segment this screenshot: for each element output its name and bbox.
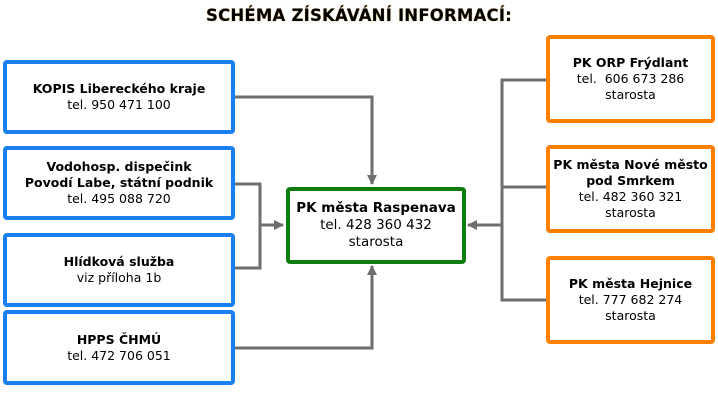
source-name: KOPIS Libereckého kraje (32, 81, 206, 96)
center-name: PK města Raspenava (296, 200, 456, 216)
source-box-hlidkova-sluzba: Hlídková služba viz příloha 1b (3, 233, 235, 307)
source-phone: tel. 495 088 720 (67, 191, 171, 206)
source-box-hpps-chmu: HPPS ČHMÚ tel. 472 706 051 (3, 310, 235, 385)
source-name: Hlídková služba (63, 254, 175, 269)
center-role: starosta (348, 234, 404, 250)
partner-name: PK města Hejnice (568, 276, 693, 291)
diagram-title: SCHÉMA ZÍSKÁVÁNÍ INFORMACÍ: (206, 6, 512, 25)
connector-vodohosp (234, 182, 262, 270)
center-phone: tel. 428 360 432 (320, 217, 432, 233)
partner-role: starosta (605, 308, 656, 323)
source-note: viz příloha 1b (76, 270, 162, 285)
source-name: HPPS ČHMÚ (76, 331, 162, 347)
partner-phone: tel. 606 673 286 (576, 71, 685, 86)
partner-box-hejnice: PK města Hejnice tel. 777 682 274 staros… (546, 256, 715, 344)
center-box-raspenava: PK města Raspenava tel. 428 360 432 star… (286, 187, 466, 264)
source-box-vodohosp: Vodohosp. dispečink Povodí Labe, státní … (3, 146, 235, 220)
source-name: Vodohosp. dispečink (46, 159, 192, 174)
source-phone: tel. 950 471 100 (67, 97, 171, 112)
partner-box-orp-frydlant: PK ORP Frýdlant tel. 606 673 286 starost… (546, 35, 715, 123)
partner-role: starosta (605, 205, 656, 220)
partner-role: starosta (605, 87, 656, 102)
source-phone: tel. 472 706 051 (67, 347, 171, 363)
source-name-line2: Povodí Labe, státní podnik (24, 175, 214, 190)
partner-name: PK ORP Frýdlant (572, 55, 689, 70)
connector-kopis-to-center (234, 95, 377, 185)
partner-phone: tel. 482 360 321 (578, 189, 683, 204)
source-box-kopis: KOPIS Libereckého kraje tel. 950 471 100 (3, 60, 235, 134)
connector-hpps-to-center (234, 265, 377, 350)
connector-partners-bus (500, 78, 546, 302)
partner-name-line2: pod Smrkem (586, 173, 675, 188)
partner-box-nove-mesto: PK města Nové město pod Smrkem tel. 482 … (546, 145, 715, 233)
partner-phone: tel. 777 682 274 (578, 292, 683, 307)
partner-name: PK města Nové město (553, 157, 708, 172)
